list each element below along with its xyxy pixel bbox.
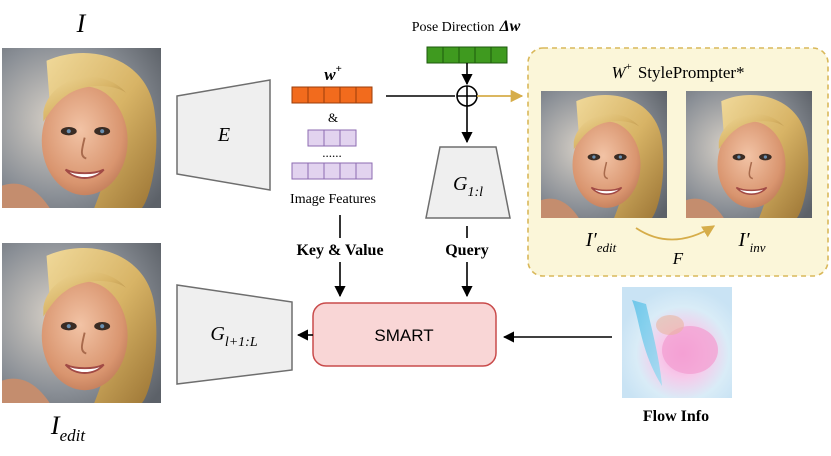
generator-back-block xyxy=(176,284,293,385)
flow-info-image xyxy=(622,287,732,398)
input-face-image xyxy=(2,48,161,208)
w-plus-main: w xyxy=(324,65,336,84)
encoder-block xyxy=(176,79,271,191)
styleprompter-edit-image xyxy=(541,91,667,218)
w-plus-space-symbol: W xyxy=(611,63,627,82)
generator-front-block xyxy=(425,146,511,219)
query-label: Query xyxy=(445,242,489,259)
generator-back-sub: l+1:L xyxy=(225,335,258,350)
encoder-label: E xyxy=(217,124,230,146)
image-feature-bar-small xyxy=(307,129,357,147)
edit-image-label-main: I xyxy=(50,411,61,440)
edit-prime-main: I′ xyxy=(585,229,598,251)
pose-direction-text: Pose Direction xyxy=(412,20,495,35)
feature-dots: ...... xyxy=(322,145,342,160)
styleprompter-inversion-image xyxy=(686,91,812,218)
generator-front-sub: 1:l xyxy=(467,185,483,200)
ampersand-label: & xyxy=(328,110,338,125)
w-plus-sup: + xyxy=(336,63,342,75)
generator-front-main: G xyxy=(453,173,468,195)
pose-direction-label: Pose Direction Δw xyxy=(412,18,521,35)
image-feature-bar-large xyxy=(291,162,373,180)
inv-prime-label: I′inv xyxy=(738,229,766,255)
edit-prime-sub: edit xyxy=(597,240,617,255)
edit-image-label-sub: edit xyxy=(60,426,87,445)
styleprompter-name: StylePrompter* xyxy=(638,63,745,82)
input-image-label: I xyxy=(76,9,87,38)
edited-face-image xyxy=(2,243,161,403)
image-features-label: Image Features xyxy=(290,192,376,207)
flow-symbol-label: F xyxy=(672,249,684,268)
generator-back-main: G xyxy=(210,323,225,345)
generator-front-label: G1:l xyxy=(453,173,483,200)
flow-warp-arrow xyxy=(635,225,716,241)
edit-prime-label: I′edit xyxy=(585,229,617,255)
inv-prime-sub: inv xyxy=(750,240,766,255)
addition-operator xyxy=(456,85,478,107)
edit-image-label: Iedit xyxy=(50,411,86,445)
w-plus-label: w+ xyxy=(324,63,342,84)
w-plus-space-sup: + xyxy=(626,61,632,73)
w-plus-latent-bar xyxy=(291,86,373,104)
pose-direction-bar xyxy=(426,46,508,64)
inv-prime-main: I′ xyxy=(738,229,751,251)
generator-back-label: Gl+1:L xyxy=(210,323,257,350)
key-value-label: Key & Value xyxy=(296,242,383,259)
smart-label: SMART xyxy=(374,326,433,345)
flow-info-label: Flow Info xyxy=(643,408,709,425)
delta-w-symbol: Δw xyxy=(499,18,521,35)
styleprompter-title: W+ StylePrompter* xyxy=(611,61,744,82)
